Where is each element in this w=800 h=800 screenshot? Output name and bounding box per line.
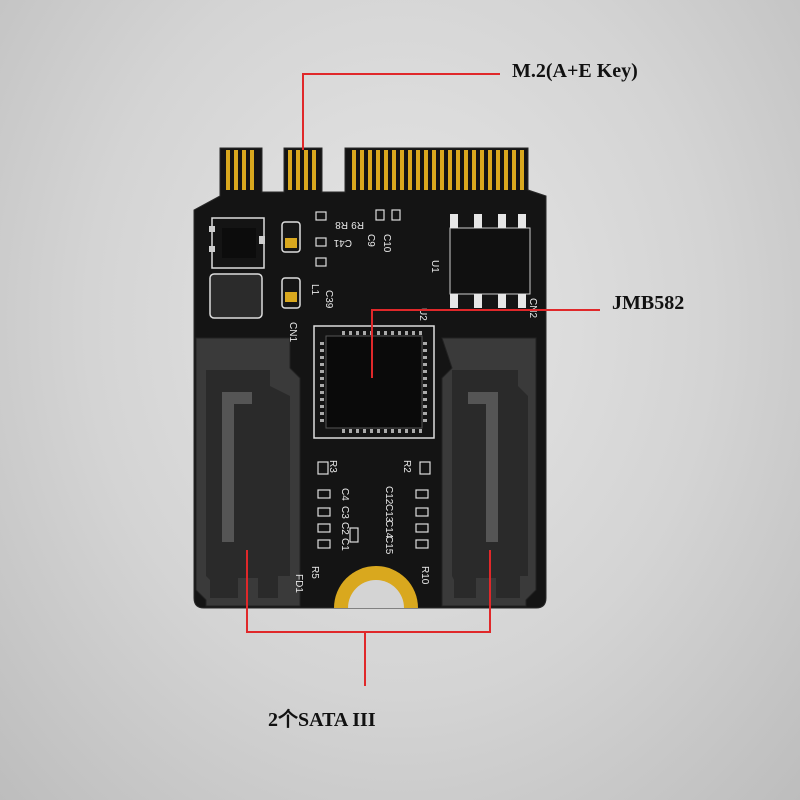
lower-components	[317, 461, 431, 549]
inductor	[209, 273, 263, 319]
silk-r10: R10	[419, 566, 430, 585]
sata-connector-right	[441, 337, 537, 607]
callout-line-m2	[302, 73, 500, 150]
callout-sata-ports: 2个SATA III	[268, 709, 376, 731]
silk-cn1: CN1	[287, 322, 298, 342]
silk-u1: U1	[429, 260, 440, 273]
silk-r2: R2	[401, 460, 412, 473]
silk-c14: C14	[383, 520, 394, 539]
callout-m2-key: M.2(A+E Key)	[512, 60, 638, 82]
silkscreen-labels: R9 R8 C41 C10 C9 U1 L1 C39 U2 CN1 CN2 R3…	[287, 219, 538, 593]
silk-c41: C41	[333, 237, 352, 248]
small-resistors	[315, 209, 401, 267]
silk-r8: R8	[335, 219, 348, 230]
callout-line-sata	[246, 550, 491, 633]
silk-r5: R5	[309, 566, 320, 579]
silk-c10: C10	[381, 234, 392, 253]
silk-c39: C39	[323, 290, 334, 309]
u1-chip	[449, 214, 531, 308]
silk-c12: C12	[383, 486, 394, 505]
jmb582-chip	[313, 325, 435, 439]
mounting-hole	[334, 566, 418, 608]
capacitors-gold	[281, 221, 301, 309]
silk-l1: L1	[309, 284, 320, 296]
silk-c9: C9	[365, 234, 376, 247]
smd-regulator	[209, 217, 265, 269]
silk-cn2: CN2	[527, 298, 538, 318]
callout-chip: JMB582	[612, 292, 685, 314]
silk-r3: R3	[327, 460, 338, 473]
gold-fingers	[226, 150, 524, 190]
silk-r9: R9	[351, 219, 364, 230]
silk-c2: C2	[339, 522, 350, 535]
silk-c13: C13	[383, 504, 394, 523]
sata-connector-left	[195, 337, 301, 607]
silk-c1: C1	[339, 538, 350, 551]
silk-c4: C4	[339, 488, 350, 501]
silk-u2: U2	[417, 308, 428, 321]
callout-lines	[246, 73, 600, 686]
silk-fd1: FD1	[293, 574, 304, 593]
silk-c15: C15	[383, 536, 394, 555]
silk-c3: C3	[339, 506, 350, 519]
callout-line-jmb	[371, 309, 600, 378]
